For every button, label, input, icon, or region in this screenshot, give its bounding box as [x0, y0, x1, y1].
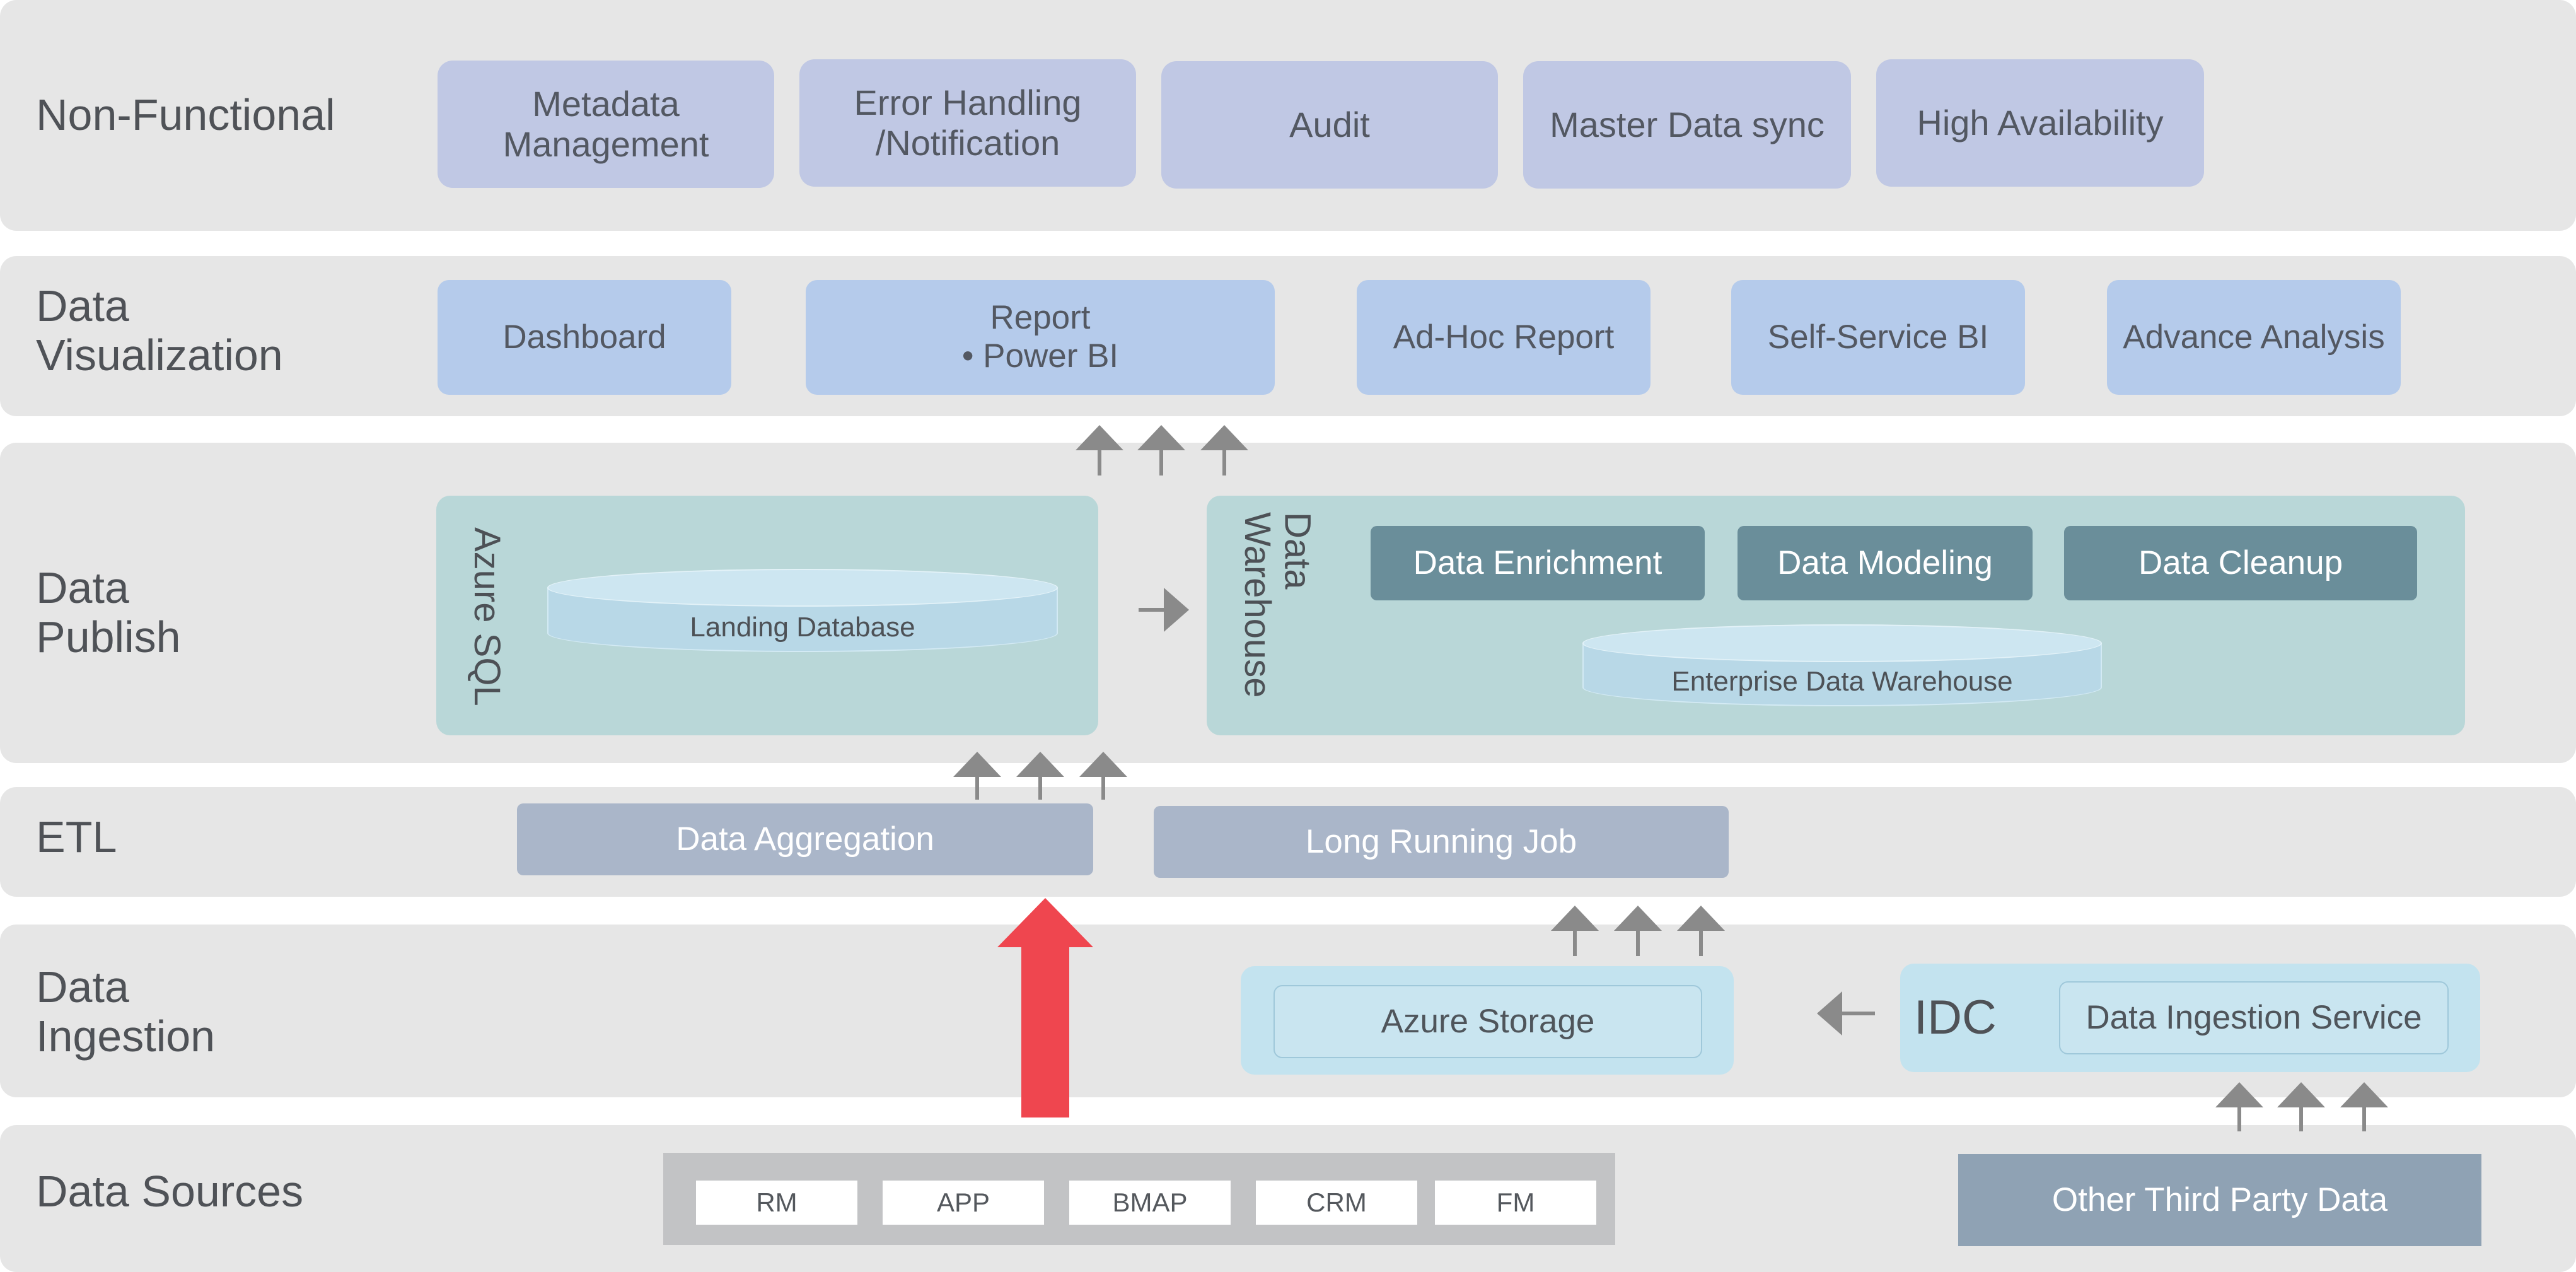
master-data-sync-box: Master Data sync [1523, 61, 1851, 189]
landing-database-label: Landing Database [690, 612, 915, 643]
data-aggregation-box: Data Aggregation [517, 803, 1093, 875]
arrow-up-icon [1137, 425, 1185, 476]
enterprise-data-warehouse-cylinder: Enterprise Data Warehouse [1582, 624, 2102, 706]
long-running-job-box: Long Running Job [1154, 806, 1729, 878]
data-enrichment-box: Data Enrichment [1371, 526, 1705, 600]
layer-label-data-ingestion: Data Ingestion [36, 962, 216, 1061]
data-cleanup-box: Data Cleanup [2064, 526, 2417, 600]
report-box: Report • Power BI [806, 280, 1275, 395]
dashboard-box: Dashboard [438, 280, 731, 395]
arrow-up-icon [2277, 1082, 2325, 1131]
arrow-up-icon [1551, 906, 1599, 956]
ad-hoc-report-box: Ad-Hoc Report [1357, 280, 1651, 395]
data-modeling-box: Data Modeling [1738, 526, 2033, 600]
landing-database-cylinder: Landing Database [547, 569, 1058, 652]
advance-analysis-box: Advance Analysis [2107, 280, 2401, 395]
arrow-up-icon [2340, 1082, 2388, 1131]
arrow-up-icon [953, 752, 1001, 800]
high-availability-box: High Availability [1876, 59, 2204, 187]
azure-sql-label: Azure SQL [466, 527, 508, 706]
arrow-up-icon [1079, 752, 1127, 800]
arrow-up-icon [1677, 906, 1725, 956]
arrow-right-icon [1139, 588, 1189, 632]
arrow-up-icon [1076, 425, 1123, 476]
source-rm: RM [696, 1181, 857, 1225]
layer-label-etl: ETL [36, 812, 117, 861]
data-ingestion-service-box: Data Ingestion Service [2059, 981, 2449, 1054]
source-fm: FM [1435, 1181, 1596, 1225]
report-title: Report [990, 299, 1091, 337]
layer-label-data-publish: Data Publish [36, 563, 181, 662]
error-handling-box: Error Handling /Notification [799, 59, 1136, 187]
layer-label-data-visualization: Data Visualization [36, 281, 283, 380]
source-crm: CRM [1256, 1181, 1417, 1225]
arrow-left-icon [1817, 991, 1875, 1036]
main-flow-arrow-icon [997, 898, 1093, 1117]
arrow-up-icon [1200, 425, 1248, 476]
metadata-management-box: Metadata Management [438, 61, 774, 188]
report-power-bi: • Power BI [961, 337, 1119, 375]
enterprise-data-warehouse-label: Enterprise Data Warehouse [1671, 666, 2013, 697]
arrow-up-icon [1016, 752, 1064, 800]
self-service-bi-box: Self-Service BI [1731, 280, 2025, 395]
other-third-party-data-box: Other Third Party Data [1958, 1154, 2481, 1246]
layer-label-non-functional: Non-Functional [36, 90, 335, 139]
audit-box: Audit [1161, 61, 1498, 189]
idc-label: IDC [1914, 991, 1997, 1044]
source-bmap: BMAP [1069, 1181, 1231, 1225]
arrow-up-icon [1614, 906, 1662, 956]
arrow-up-icon [2215, 1082, 2263, 1131]
azure-storage-box: Azure Storage [1273, 985, 1702, 1058]
data-warehouse-label: Data Warehouse [1236, 512, 1318, 698]
source-app: APP [883, 1181, 1044, 1225]
layer-label-data-sources: Data Sources [36, 1167, 304, 1216]
